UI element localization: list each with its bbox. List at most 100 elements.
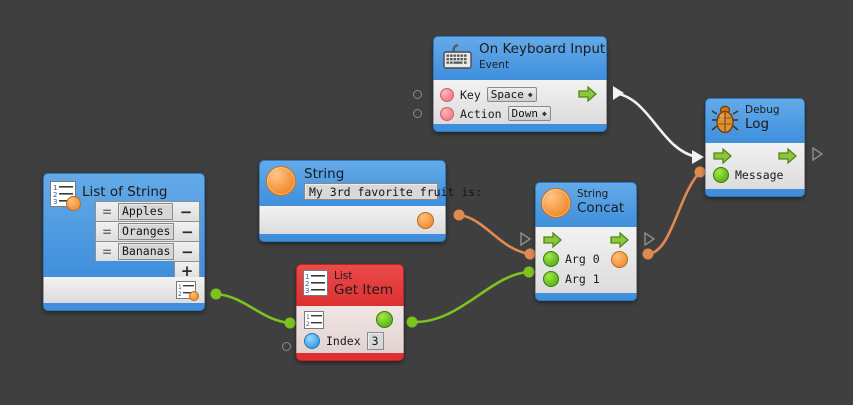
remove-item-button[interactable]: − — [181, 222, 194, 241]
action-external-port[interactable] — [413, 109, 422, 118]
wire-endpoint-list-out — [210, 288, 222, 300]
port-row-arg0[interactable]: Arg 0 — [543, 251, 600, 267]
wire-endpoint-string-out — [453, 209, 465, 221]
node-string-literal[interactable]: String My 3rd favorite fruit is: — [259, 160, 482, 242]
add-item-button[interactable]: + — [174, 261, 200, 281]
index-label: Index — [326, 334, 361, 348]
svg-text:3: 3 — [305, 287, 309, 295]
exec-out-triangle-icon[interactable] — [643, 231, 656, 250]
drag-handle-icon[interactable]: = — [101, 244, 113, 259]
item-output-port[interactable] — [376, 311, 393, 328]
node-body-debug-log: Message — [705, 143, 805, 189]
wire-keyboard-exec-to-debug-log — [612, 91, 698, 159]
svg-text:2: 2 — [305, 280, 309, 288]
list-item[interactable]: = Oranges − — [95, 221, 200, 241]
node-on-keyboard-input[interactable]: On Keyboard Input Event Key Space ◆ Acti… — [413, 36, 607, 132]
wire-endpoint-arg0-in — [524, 248, 536, 260]
index-input-port[interactable] — [304, 333, 320, 349]
string-list-editor[interactable]: = Apples − = Oranges − = Bananas − + — [95, 201, 200, 281]
node-title-main-debug-log: Log — [745, 116, 770, 132]
remove-item-button[interactable]: − — [179, 202, 193, 221]
wire-endpoint-getitem-out — [406, 316, 418, 328]
action-label: Action — [460, 106, 502, 121]
arg1-input-port[interactable] — [543, 271, 559, 287]
string-value-input[interactable]: My 3rd favorite fruit is: — [304, 183, 482, 200]
port-row-action[interactable]: Action Down ◆ — [440, 104, 600, 123]
port-row-message[interactable]: Message — [713, 167, 783, 183]
key-label: Key — [460, 87, 481, 102]
key-dropdown[interactable]: Space ◆ — [486, 87, 537, 102]
node-footer-on-keyboard-input — [433, 124, 607, 132]
drag-handle-icon[interactable]: = — [101, 204, 113, 219]
list-item-value[interactable]: Oranges — [118, 223, 175, 240]
node-list-get-item[interactable]: 1 2 3 List Get Item 1 2 — [282, 264, 404, 361]
arg0-label: Arg 0 — [565, 252, 600, 266]
exec-in-triangle-icon[interactable] — [519, 231, 532, 250]
wire-arrowhead-exec-start — [613, 86, 624, 100]
exec-in-arrow-icon[interactable] — [543, 232, 562, 248]
svg-text:1: 1 — [306, 314, 310, 321]
list-item[interactable]: = Apples − — [95, 201, 200, 221]
list-item-value[interactable]: Apples — [118, 203, 173, 220]
wire-endpoint-concat-out — [642, 248, 654, 260]
list-item-value[interactable]: Bananas — [118, 243, 175, 260]
node-header-list-of-string[interactable]: 1 2 3 List of String = Apples − — [43, 173, 205, 281]
node-list-of-string[interactable]: 1 2 3 List of String = Apples − — [43, 173, 205, 311]
wire-endpoint-arg1-in — [523, 266, 535, 278]
node-body-list-of-string: 1 2 — [43, 277, 205, 303]
string-output-port[interactable] — [417, 212, 434, 229]
exec-out-arrow-icon[interactable] — [778, 148, 797, 164]
drag-handle-icon[interactable]: = — [101, 224, 113, 239]
svg-text:2: 2 — [53, 191, 57, 199]
list-type-badge — [189, 291, 199, 301]
node-header-string-concat[interactable]: String Concat — [535, 182, 637, 227]
exec-out-triangle-icon[interactable] — [811, 146, 824, 165]
orange-circle-icon — [541, 188, 571, 218]
exec-out-arrow-icon[interactable] — [578, 86, 597, 102]
string-result-port[interactable] — [611, 251, 628, 268]
arg0-input-port[interactable] — [543, 251, 559, 267]
node-title-string-literal: String — [304, 166, 345, 182]
node-string-concat[interactable]: String Concat Arg 0 Arg — [520, 182, 656, 301]
node-footer-string-literal — [259, 234, 446, 242]
action-dropdown[interactable]: Down ◆ — [507, 106, 551, 121]
index-value-input[interactable]: 3 — [366, 332, 384, 350]
node-footer-list-of-string — [43, 303, 205, 311]
svg-text:1: 1 — [178, 284, 182, 291]
key-input-port[interactable] — [440, 87, 454, 102]
remove-item-button[interactable]: − — [181, 242, 194, 261]
wire-arrowhead-exec-end — [692, 150, 704, 164]
key-external-port[interactable] — [413, 90, 422, 99]
message-input-port[interactable] — [713, 167, 729, 183]
arg1-label: Arg 1 — [565, 272, 600, 286]
chevron-updown-icon: ◆ — [527, 89, 533, 99]
port-row-arg1[interactable]: Arg 1 — [543, 271, 600, 287]
exec-in-arrow-icon[interactable] — [713, 148, 732, 164]
list-input-icon[interactable]: 1 2 — [304, 311, 324, 329]
wire-getitem-to-arg1 — [411, 270, 530, 324]
action-input-port[interactable] — [440, 106, 454, 121]
chevron-updown-icon: ◆ — [542, 108, 547, 118]
wire-endpoint-message-in — [694, 166, 706, 178]
list-item[interactable]: = Bananas − — [95, 241, 200, 261]
node-body-string-concat: Arg 0 Arg 1 — [535, 227, 637, 293]
port-row-key[interactable]: Key Space ◆ — [440, 85, 600, 104]
numbered-list-output-icon: 1 2 — [176, 281, 199, 301]
node-header-string-literal[interactable]: String My 3rd favorite fruit is: — [259, 160, 482, 206]
node-header-list-get-item[interactable]: 1 2 3 List Get Item — [296, 264, 404, 306]
wire-endpoint-getitem-in — [284, 317, 296, 329]
node-header-on-keyboard-input[interactable]: On Keyboard Input Event — [433, 36, 607, 80]
exec-out-arrow-icon[interactable] — [610, 232, 629, 248]
node-title-list-of-string: List of String — [82, 184, 168, 200]
wire-concat-to-message — [647, 171, 701, 256]
node-header-debug-log[interactable]: Debug Log — [705, 98, 805, 143]
node-title-top-debug-log: Debug — [745, 104, 780, 116]
action-dropdown-value: Down — [511, 107, 539, 120]
node-body-string-literal — [259, 206, 446, 234]
port-row-index[interactable]: Index 3 — [304, 332, 384, 350]
node-debug-log[interactable]: Debug Log Message — [705, 98, 824, 197]
node-title-on-keyboard-input: On Keyboard Input — [479, 41, 606, 57]
index-external-port[interactable] — [282, 342, 291, 351]
node-title-top-list-get-item: List — [334, 270, 353, 282]
